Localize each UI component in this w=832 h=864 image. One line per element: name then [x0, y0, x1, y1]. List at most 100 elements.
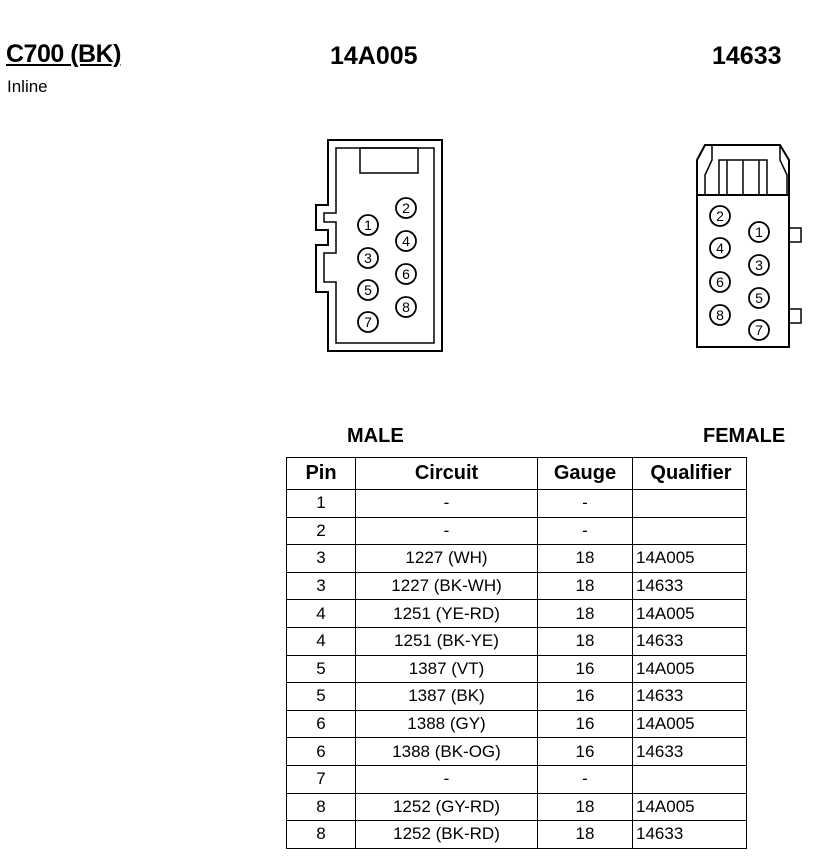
female-pin-circle	[748, 287, 770, 309]
female-pin-circle	[748, 254, 770, 276]
table-row: 7--	[286, 764, 747, 794]
label-male: MALE	[347, 425, 404, 447]
cell-gauge: 16	[537, 682, 633, 711]
female-pin-circle	[709, 271, 731, 293]
cell-circuit: -	[355, 516, 538, 546]
female-pin-circle	[748, 319, 770, 341]
male-pin-label: 1	[364, 217, 372, 233]
male-pin-label: 4	[402, 233, 410, 249]
cell-pin: 3	[286, 544, 356, 573]
cell-gauge: 16	[537, 737, 633, 766]
cell-pin: 4	[286, 599, 356, 628]
cell-pin: 6	[286, 709, 356, 739]
female-pin-label: 7	[755, 322, 763, 338]
female-pin-circle	[709, 237, 731, 259]
male-pin-label: 5	[364, 282, 372, 298]
cell-gauge: -	[537, 764, 633, 794]
cell-qualifier: 14633	[632, 571, 747, 601]
female-pin-label: 1	[755, 224, 763, 240]
female-connector	[696, 144, 802, 348]
header-pin: Pin	[286, 457, 356, 490]
cell-circuit: 1251 (YE-RD)	[355, 599, 538, 628]
female-pin-label: 8	[716, 307, 724, 323]
cell-gauge: 18	[537, 626, 633, 656]
male-pin-circle	[395, 230, 417, 252]
cell-qualifier: 14633	[632, 626, 747, 656]
cell-circuit: 1227 (BK-WH)	[355, 571, 538, 601]
female-pin-label: 6	[716, 274, 724, 290]
cell-gauge: 18	[537, 571, 633, 601]
cell-circuit: 1252 (BK-RD)	[355, 820, 538, 849]
cell-qualifier: 14A005	[632, 792, 747, 822]
cell-pin: 5	[286, 682, 356, 711]
cell-qualifier: 14A005	[632, 654, 747, 684]
cell-pin: 6	[286, 737, 356, 766]
cell-circuit: -	[355, 489, 538, 518]
table-header-row: Pin Circuit Gauge Qualifier	[286, 457, 747, 490]
table-row: 2--	[286, 516, 747, 546]
male-pin-label: 3	[364, 250, 372, 266]
cell-pin: 1	[286, 489, 356, 518]
table-row: 1--	[286, 489, 747, 518]
cell-pin: 7	[286, 764, 356, 794]
male-pin-circle	[395, 263, 417, 285]
male-pin-circle	[357, 214, 379, 236]
male-pin-label: 2	[402, 200, 410, 216]
cell-pin: 5	[286, 654, 356, 684]
cell-gauge: 18	[537, 820, 633, 849]
male-pin-circle	[357, 279, 379, 301]
cell-gauge: 18	[537, 599, 633, 628]
part-number-female: 14633	[712, 42, 782, 70]
cell-qualifier: 14A005	[632, 544, 747, 573]
male-connector	[315, 139, 443, 352]
female-pin-label: 3	[755, 257, 763, 273]
cell-pin: 3	[286, 571, 356, 601]
male-pin-circle	[395, 197, 417, 219]
cell-gauge: -	[537, 489, 633, 518]
header-qualifier: Qualifier	[632, 457, 747, 490]
cell-qualifier	[632, 764, 747, 794]
female-pin-circle	[709, 304, 731, 326]
cell-circuit: 1252 (GY-RD)	[355, 792, 538, 822]
cell-gauge: 16	[537, 709, 633, 739]
cell-gauge: 18	[537, 792, 633, 822]
connector-id: C700 (BK)	[6, 40, 121, 68]
cell-circuit: 1387 (VT)	[355, 654, 538, 684]
cell-pin: 4	[286, 626, 356, 656]
male-pin-label: 7	[364, 314, 372, 330]
cell-circuit: 1388 (BK-OG)	[355, 737, 538, 766]
cell-qualifier: 14A005	[632, 599, 747, 628]
cell-pin: 8	[286, 820, 356, 849]
header-circuit: Circuit	[355, 457, 538, 490]
cell-gauge: 16	[537, 654, 633, 684]
female-pin-circle	[748, 221, 770, 243]
cell-qualifier: 14633	[632, 820, 747, 849]
cell-pin: 2	[286, 516, 356, 546]
cell-qualifier	[632, 489, 747, 518]
cell-gauge: -	[537, 516, 633, 546]
cell-circuit: 1388 (GY)	[355, 709, 538, 739]
cell-circuit: 1251 (BK-YE)	[355, 626, 538, 656]
cell-circuit: -	[355, 764, 538, 794]
cell-gauge: 18	[537, 544, 633, 573]
female-pin-label: 4	[716, 240, 724, 256]
part-number-male: 14A005	[330, 42, 418, 70]
female-pin-circle	[709, 205, 731, 227]
cell-pin: 8	[286, 792, 356, 822]
cell-qualifier: 14633	[632, 682, 747, 711]
male-pin-circle	[395, 296, 417, 318]
connector-type: Inline	[7, 77, 48, 96]
cell-circuit: 1387 (BK)	[355, 682, 538, 711]
cell-qualifier: 14633	[632, 737, 747, 766]
